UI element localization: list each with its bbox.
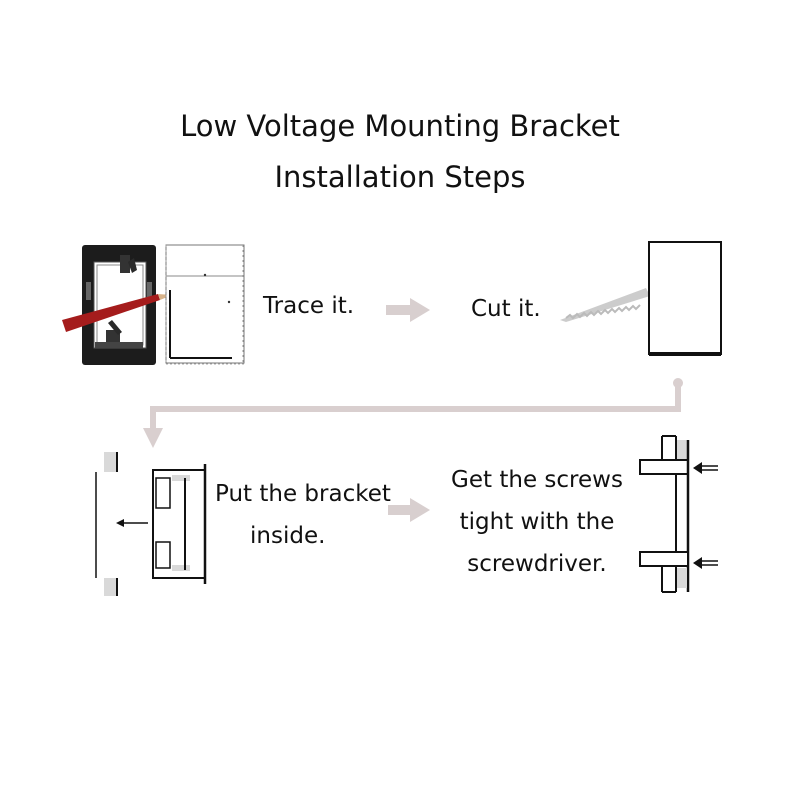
screw-arrow-icon xyxy=(693,557,718,569)
saw-blade-icon xyxy=(560,288,650,322)
bracket-section-icon xyxy=(152,464,207,584)
step-trace-label: Trace it. xyxy=(263,293,355,319)
arrow-right-icon xyxy=(388,498,430,522)
insert-arrow-icon xyxy=(116,519,148,527)
wall-section-left-icon xyxy=(95,452,118,596)
title-line-1: Low Voltage Mounting Bracket xyxy=(180,109,620,143)
step-put-label-line-2: inside. xyxy=(250,523,326,549)
wall-panel-icon xyxy=(165,244,245,365)
step-tighten-label-line-2: tight with the xyxy=(459,509,615,535)
title-line-2: Installation Steps xyxy=(274,160,526,194)
cutout-hole-icon xyxy=(648,241,722,356)
step-tighten-label-line-1: Get the screws xyxy=(451,467,623,493)
step-cut-label: Cut it. xyxy=(471,296,541,322)
arrow-right-icon xyxy=(386,298,430,322)
tightened-bracket-icon xyxy=(639,435,690,593)
step-tighten-label-line-3: screwdriver. xyxy=(467,551,607,577)
connector-arrow-icon xyxy=(143,378,683,448)
screw-arrow-icon xyxy=(693,462,718,474)
step-put-label-line-1: Put the bracket xyxy=(215,481,391,507)
